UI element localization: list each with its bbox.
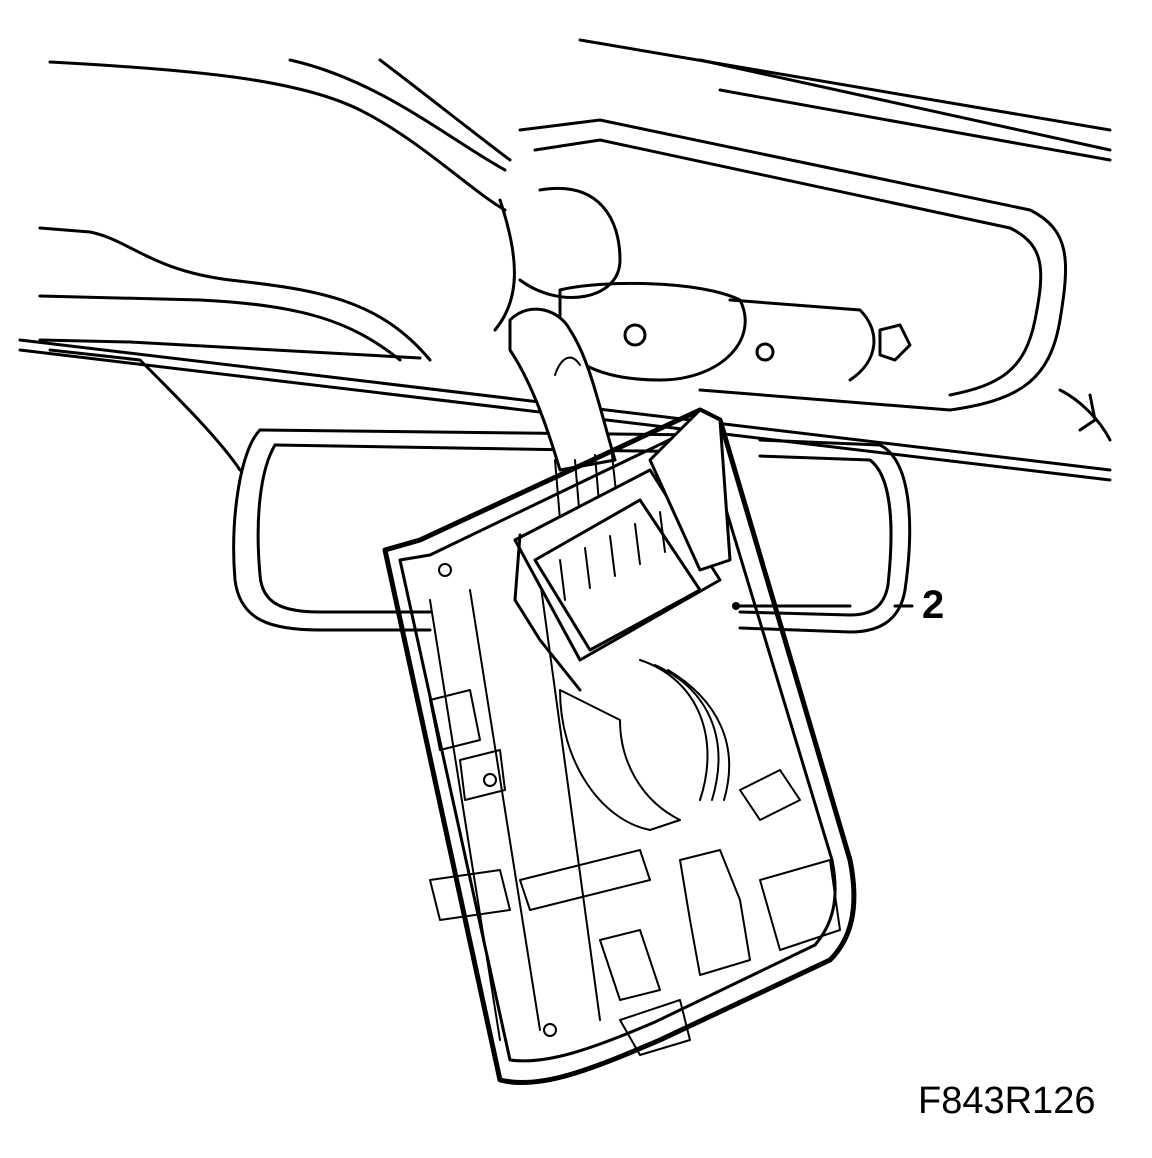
callout-number-2: 2: [922, 583, 945, 627]
connector-plug: [513, 408, 732, 692]
figure-code: F843R126: [918, 1080, 1096, 1122]
rear-view-mirror: [232, 428, 912, 634]
headliner-outline: [38, 38, 1112, 472]
callout-2-anchor-dot: [732, 602, 740, 610]
